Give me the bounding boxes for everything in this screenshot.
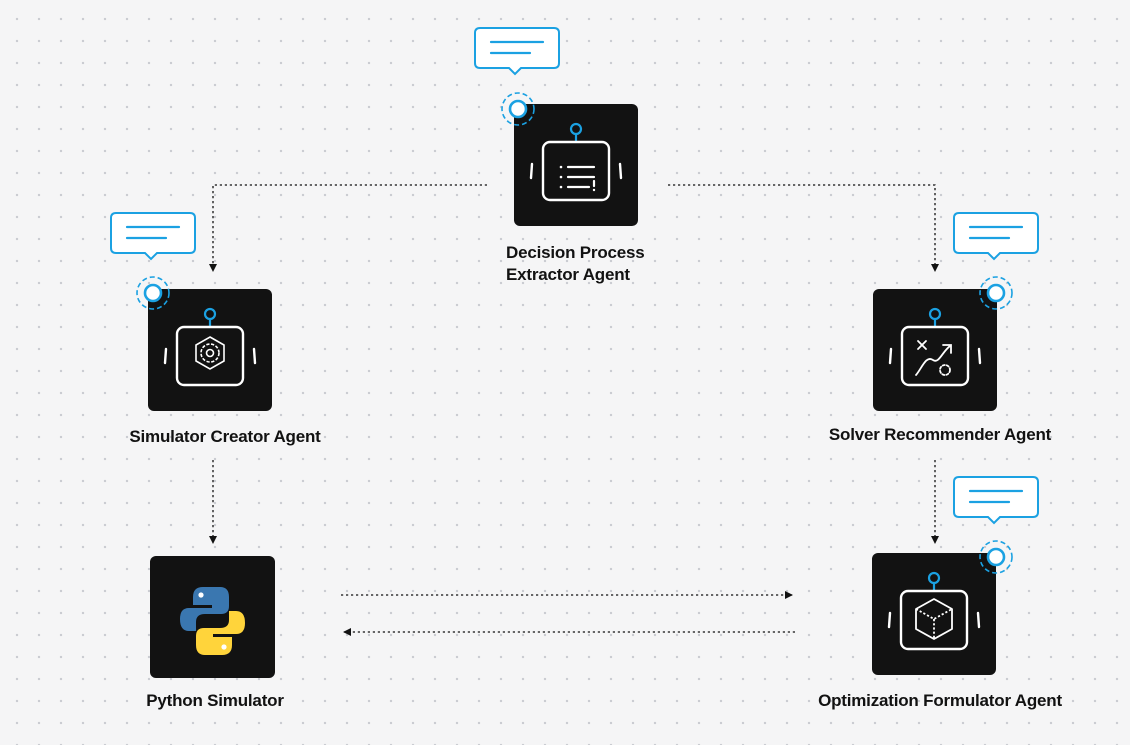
decision-process-extractor-label: Decision Process Extractor Agent — [506, 243, 645, 284]
python-simulator-node — [150, 556, 275, 678]
solver-recommender-label: Solver Recommender Agent — [828, 425, 1052, 444]
optimization-formulator-label: Optimization Formulator Agent — [818, 691, 1062, 710]
edge-extractor-to-simulator-creator — [209, 184, 487, 272]
python-simulator-label: Python Simulator — [146, 691, 284, 710]
python-logo-icon — [180, 587, 245, 655]
edge-extractor-to-solver-recommender — [668, 184, 939, 272]
python-simulator-tile — [150, 556, 275, 678]
chat-bubble-icon — [952, 475, 1040, 525]
robot-frame-icon — [512, 102, 640, 228]
chat-bubble-icon — [109, 211, 197, 261]
simulator-creator-agent-node — [109, 211, 274, 413]
chat-bubble-icon — [952, 211, 1040, 261]
decision-process-extractor-agent-node — [473, 26, 640, 228]
gear-icon — [195, 336, 225, 370]
connectors — [209, 184, 939, 636]
cube-icon — [915, 598, 953, 640]
robot-frame-icon — [870, 551, 998, 677]
strategy-icon — [915, 340, 952, 376]
chat-bubble-icon — [473, 26, 561, 76]
simulator-creator-label: Simulator Creator Agent — [129, 427, 321, 446]
solver-recommender-agent-node — [871, 211, 1040, 413]
checklist-icon — [559, 165, 596, 192]
optimization-formulator-agent-node — [870, 475, 1040, 677]
robot-frame-icon — [871, 287, 999, 413]
